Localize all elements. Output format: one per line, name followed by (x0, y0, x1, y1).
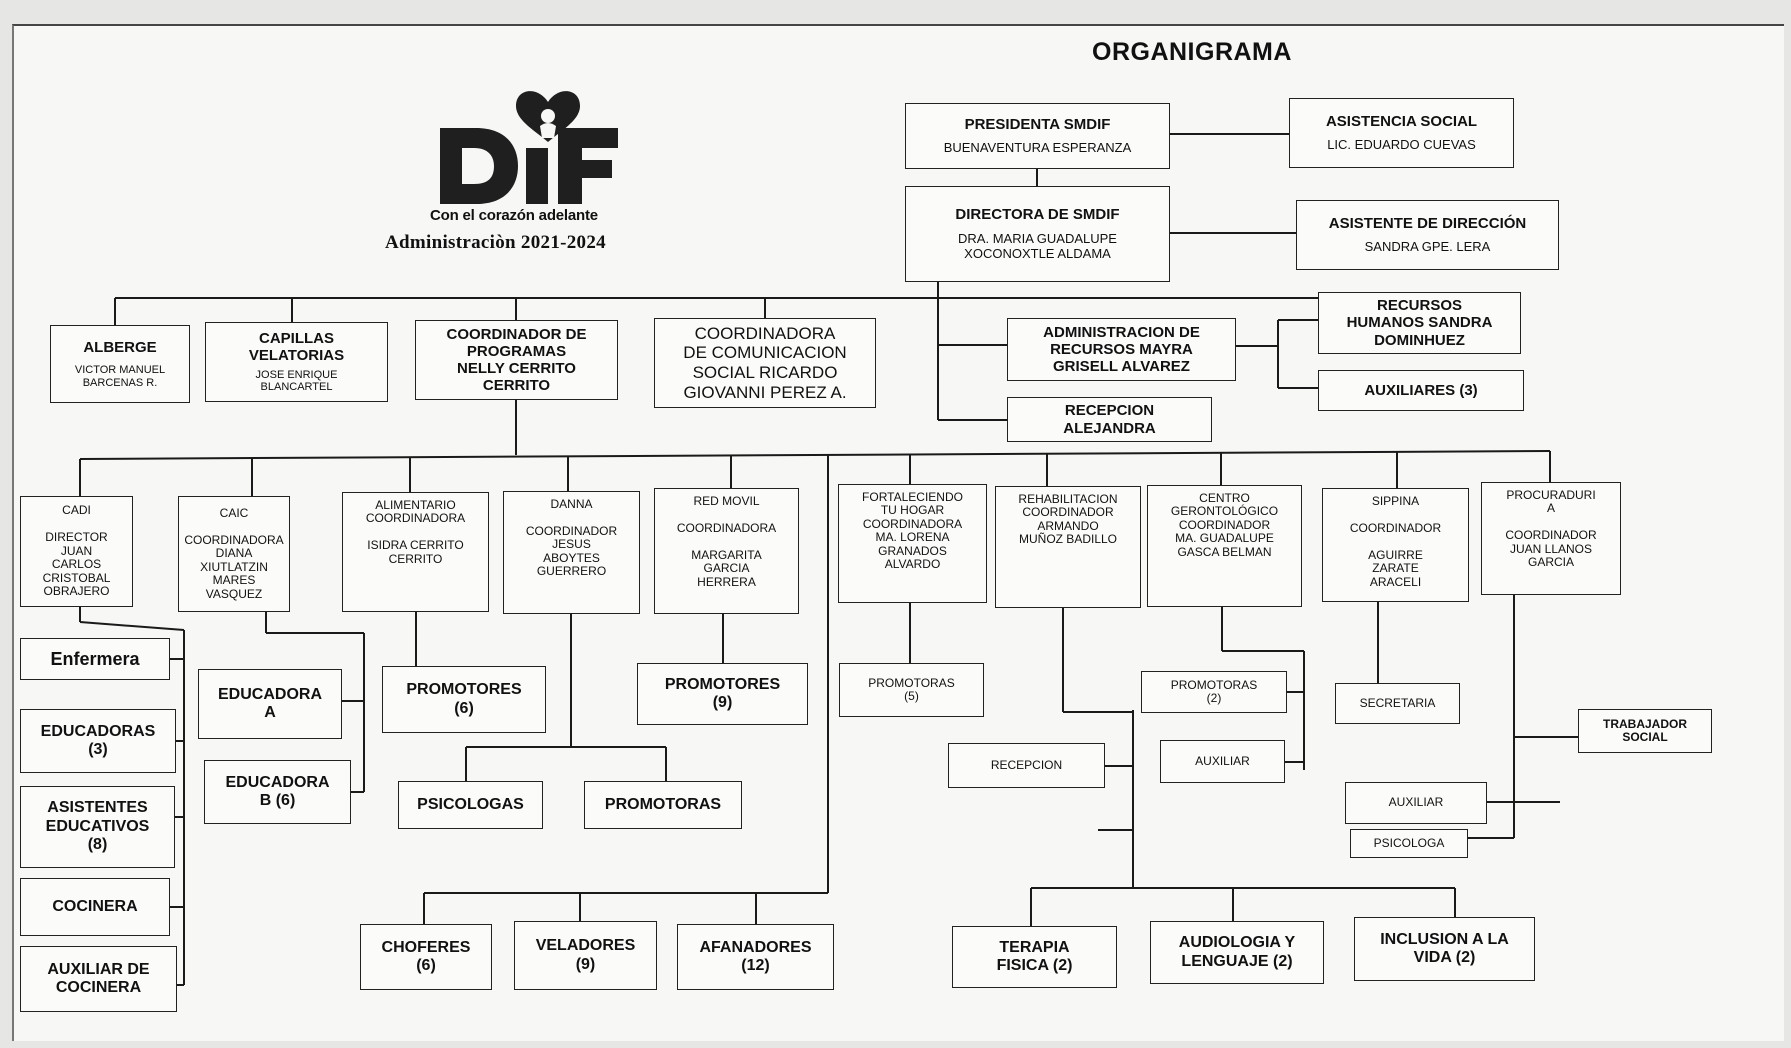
box-auxiliar-procu: AUXILIAR (1345, 782, 1487, 824)
box-inclusion: INCLUSION A LA VIDA (2) (1354, 917, 1535, 981)
box-fortaleciendo: FORTALECIENDO TU HOGAR COORDINADORA MA. … (838, 484, 987, 603)
box-coord-comunicacion: COORDINADORA DE COMUNICACION SOCIAL RICA… (654, 318, 876, 408)
box-promotoras-2: PROMOTORAS (2) (1141, 671, 1287, 713)
logo-letter-f (558, 128, 618, 204)
connector-line (79, 450, 1551, 460)
box-auxiliar-gero: AUXILIAR (1160, 740, 1285, 783)
page-title: ORGANIGRAMA (1092, 38, 1292, 66)
box-psicologa: PSICOLOGA (1350, 829, 1468, 858)
box-asistentes-educativos: ASISTENTES EDUCATIVOS (8) (20, 786, 175, 868)
box-afanadores: AFANADORES (12) (677, 924, 834, 990)
box-cocinera: COCINERA (20, 878, 170, 936)
box-red-movil: RED MOVIL COORDINADORA MARGARITA GARCIA … (654, 488, 799, 614)
box-gerontologico: CENTRO GERONTOLÓGICO COORDINADOR MA. GUA… (1147, 485, 1302, 607)
logo-letter-d (440, 128, 518, 204)
box-promotores-6: PROMOTORES (6) (382, 666, 546, 733)
box-recepcion-rehab: RECEPCION (948, 743, 1105, 788)
connector-line (79, 621, 185, 631)
box-veladores: VELADORES (9) (514, 921, 657, 990)
box-secretaria: SECRETARIA (1335, 683, 1460, 724)
box-alimentario: ALIMENTARIO COORDINADORA ISIDRA CERRITO … (342, 492, 489, 612)
box-procuraduria: PROCURADURI A COORDINADOR JUAN LLANOS GA… (1481, 482, 1621, 595)
box-educadoras: EDUCADORAS (3) (20, 709, 176, 773)
box-sippina: SIPPINA COORDINADOR AGUIRRE ZARATE ARACE… (1322, 488, 1469, 602)
box-auxiliar-cocinera: AUXILIAR DE COCINERA (20, 946, 177, 1012)
logo-tagline: Con el corazón adelante (430, 207, 598, 224)
box-choferes: CHOFERES (6) (360, 924, 492, 990)
box-terapia-fisica: TERAPIA FISICA (2) (952, 926, 1117, 988)
dif-logo (440, 91, 618, 204)
box-rehabilitacion: REHABILITACION COORDINADOR ARMANDO MUÑOZ… (995, 486, 1141, 608)
box-promotoras-5: PROMOTORAS (5) (839, 663, 984, 717)
logo-letter-i (526, 148, 548, 204)
box-educadora-a: EDUCADORA A (198, 669, 342, 739)
box-audiologia: AUDIOLOGIA Y LENGUAJE (2) (1150, 921, 1324, 984)
box-administracion: ADMINISTRACION DE RECURSOS MAYRA GRISELL… (1007, 318, 1236, 381)
box-educadora-b: EDUCADORA B (6) (204, 760, 351, 824)
box-danna: DANNA COORDINADOR JESUS ABOYTES GUERRERO (503, 491, 640, 614)
box-coord-programas: COORDINADOR DE PROGRAMAS NELLY CERRITO C… (415, 320, 618, 400)
box-caic: CAIC COORDINADORA DIANA XIUTLATZIN MARES… (178, 496, 290, 612)
box-enfermera: Enfermera (20, 638, 170, 680)
box-recursos-humanos: RECURSOS HUMANOS SANDRA DOMINHUEZ (1318, 292, 1521, 354)
box-psicologas: PSICOLOGAS (398, 781, 543, 829)
box-recepcion-top: RECEPCION ALEJANDRA (1007, 397, 1212, 442)
box-cadi: CADI DIRECTOR JUAN CARLOS CRISTOBAL OBRA… (20, 496, 133, 607)
box-promotores-9: PROMOTORES (9) (637, 663, 808, 725)
box-promotoras-danna: PROMOTORAS (584, 781, 742, 829)
box-trabajador-social: TRABAJADOR SOCIAL (1578, 709, 1712, 753)
logo-administration: Administraciòn 2021-2024 (385, 232, 606, 253)
box-auxiliares: AUXILIARES (3) (1318, 370, 1524, 411)
